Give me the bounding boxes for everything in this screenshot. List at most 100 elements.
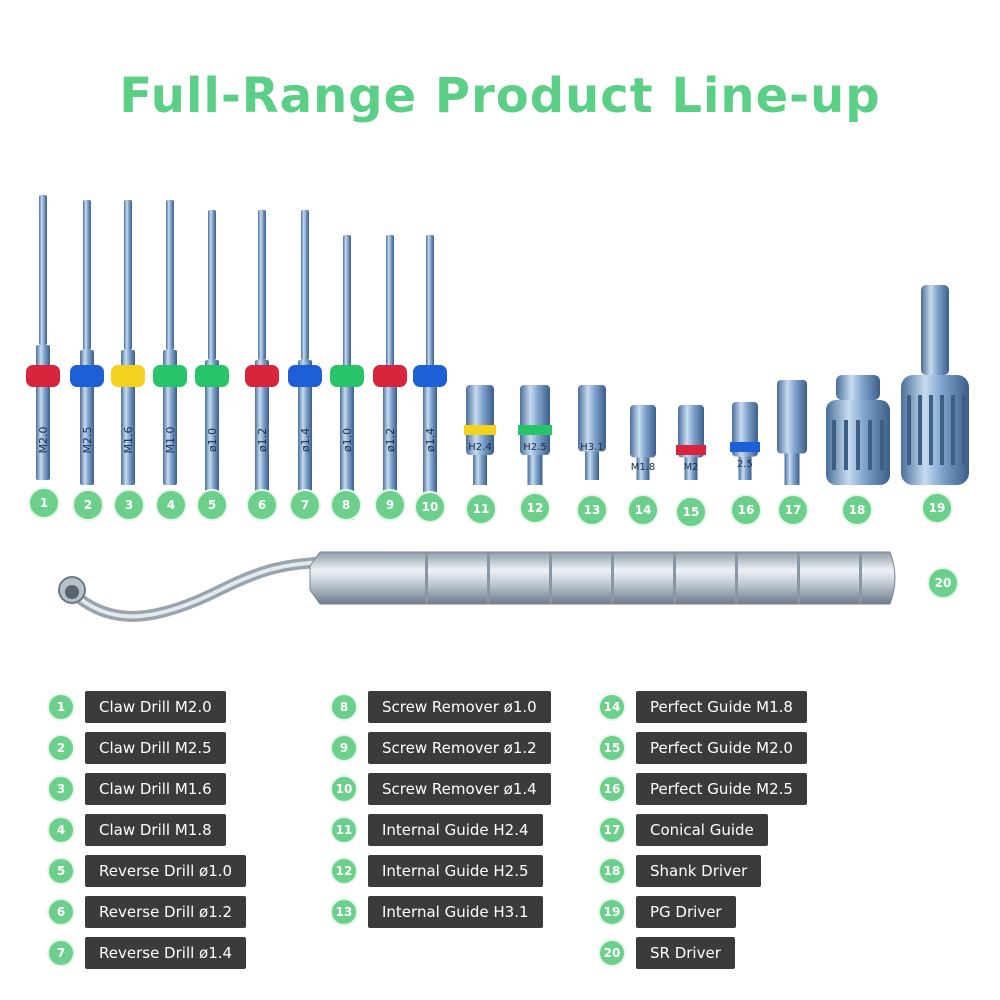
number-badge: 19 [921, 492, 953, 524]
color-ring [464, 425, 496, 435]
drill-6: ø1.2 [245, 210, 279, 495]
number-badge: 10 [414, 491, 446, 523]
legend-label: Reverse Drill ø1.2 [85, 896, 247, 928]
legend-item: 3 Claw Drill M1.6 [47, 772, 226, 806]
svg-text:8: 8 [342, 498, 350, 512]
color-ring [518, 425, 552, 435]
number-badge: 11 [465, 493, 497, 525]
drill-5: ø1.0 [195, 210, 229, 495]
svg-text:2: 2 [84, 498, 92, 512]
number-badge: 4 [155, 489, 187, 521]
legend-item: 8 Screw Remover ø1.0 [330, 690, 551, 724]
engraving: M1.8 [631, 462, 656, 473]
engraving: M2 [684, 462, 699, 473]
legend-number-badge: 16 [598, 775, 626, 803]
engraving: M1.6 [122, 427, 135, 454]
svg-text:4: 4 [167, 498, 175, 512]
legend-label: Reverse Drill ø1.4 [85, 937, 247, 969]
legend-label: Perfect Guide M1.8 [636, 691, 807, 723]
number-badge: 2 [72, 489, 104, 521]
legend-number-badge: 2 [47, 734, 75, 762]
number-badge: 9 [374, 489, 406, 521]
color-ring [153, 365, 187, 387]
color-ring [195, 365, 229, 387]
legend-number-badge: 9 [330, 734, 358, 762]
svg-text:15: 15 [683, 505, 700, 519]
drill-7: ø1.4 [288, 210, 322, 495]
color-ring [413, 365, 447, 387]
engraving: ø1.2 [384, 428, 397, 452]
legend-label: Claw Drill M1.8 [85, 814, 226, 846]
legend-label: Internal Guide H2.4 [368, 814, 543, 846]
number-badge: 18 [841, 494, 873, 526]
svg-text:13: 13 [584, 503, 601, 517]
guide-19 [901, 285, 969, 485]
legend-number-badge: 11 [330, 816, 358, 844]
drill-3: M1.6 [111, 200, 145, 485]
legend-label: Internal Guide H3.1 [368, 896, 543, 928]
number-badge: 7 [289, 489, 321, 521]
engraving: H2.4 [468, 442, 491, 453]
legend-number-badge: 10 [330, 775, 358, 803]
drill-9: ø1.2 [373, 235, 407, 520]
guide-13: H3.1 [578, 385, 606, 480]
legend-number-badge: 14 [598, 693, 626, 721]
legend-item: 17 Conical Guide [598, 813, 768, 847]
legend-number-badge: 12 [330, 857, 358, 885]
legend-label: Screw Remover ø1.2 [368, 732, 551, 764]
number-badge: 13 [576, 494, 608, 526]
color-ring [288, 365, 322, 387]
legend-number-badge: 5 [47, 857, 75, 885]
legend-label: Screw Remover ø1.0 [368, 691, 551, 723]
svg-text:6: 6 [258, 498, 266, 512]
svg-text:14: 14 [635, 503, 652, 517]
guide-12: H2.5 [518, 385, 552, 485]
number-badge: 20 [927, 567, 959, 599]
engraving: H2.5 [523, 442, 546, 453]
legend-number-badge: 18 [598, 857, 626, 885]
number-badge: 1 [28, 487, 60, 519]
legend-number-badge: 20 [598, 939, 626, 967]
svg-text:11: 11 [473, 502, 490, 516]
number-badge: 3 [113, 489, 145, 521]
svg-text:9: 9 [386, 498, 394, 512]
engraving: ø1.4 [299, 428, 312, 452]
engraving: ø1.4 [424, 428, 437, 452]
number-badge: 12 [519, 492, 551, 524]
svg-text:17: 17 [785, 503, 802, 517]
legend-item: 20 SR Driver [598, 936, 735, 970]
color-ring [111, 365, 145, 387]
legend-label: Claw Drill M1.6 [85, 773, 226, 805]
engraving: ø1.2 [256, 428, 269, 452]
legend-number-badge: 4 [47, 816, 75, 844]
number-badge: 17 [777, 494, 809, 526]
engraving: H3.1 [580, 442, 603, 453]
engraving: M2.0 [37, 427, 50, 454]
color-ring [245, 365, 279, 387]
legend-item: 9 Screw Remover ø1.2 [330, 731, 551, 765]
legend-label: SR Driver [636, 937, 735, 969]
legend-label: Claw Drill M2.0 [85, 691, 226, 723]
legend-number-badge: 3 [47, 775, 75, 803]
color-ring [70, 365, 104, 387]
svg-text:7: 7 [301, 498, 309, 512]
legend-number-badge: 7 [47, 939, 75, 967]
legend-number-badge: 17 [598, 816, 626, 844]
legend-label: Screw Remover ø1.4 [368, 773, 551, 805]
legend-number-badge: 15 [598, 734, 626, 762]
legend-number-badge: 6 [47, 898, 75, 926]
engraving: M1.0 [164, 427, 177, 454]
color-ring [373, 365, 407, 387]
guide-17 [777, 380, 807, 485]
legend-number-badge: 8 [330, 693, 358, 721]
drill-1: M2.0 [26, 195, 60, 480]
svg-text:16: 16 [738, 503, 755, 517]
legend-label: Perfect Guide M2.0 [636, 732, 807, 764]
svg-text:3: 3 [125, 498, 133, 512]
legend-label: Conical Guide [636, 814, 768, 846]
svg-text:12: 12 [527, 501, 544, 515]
